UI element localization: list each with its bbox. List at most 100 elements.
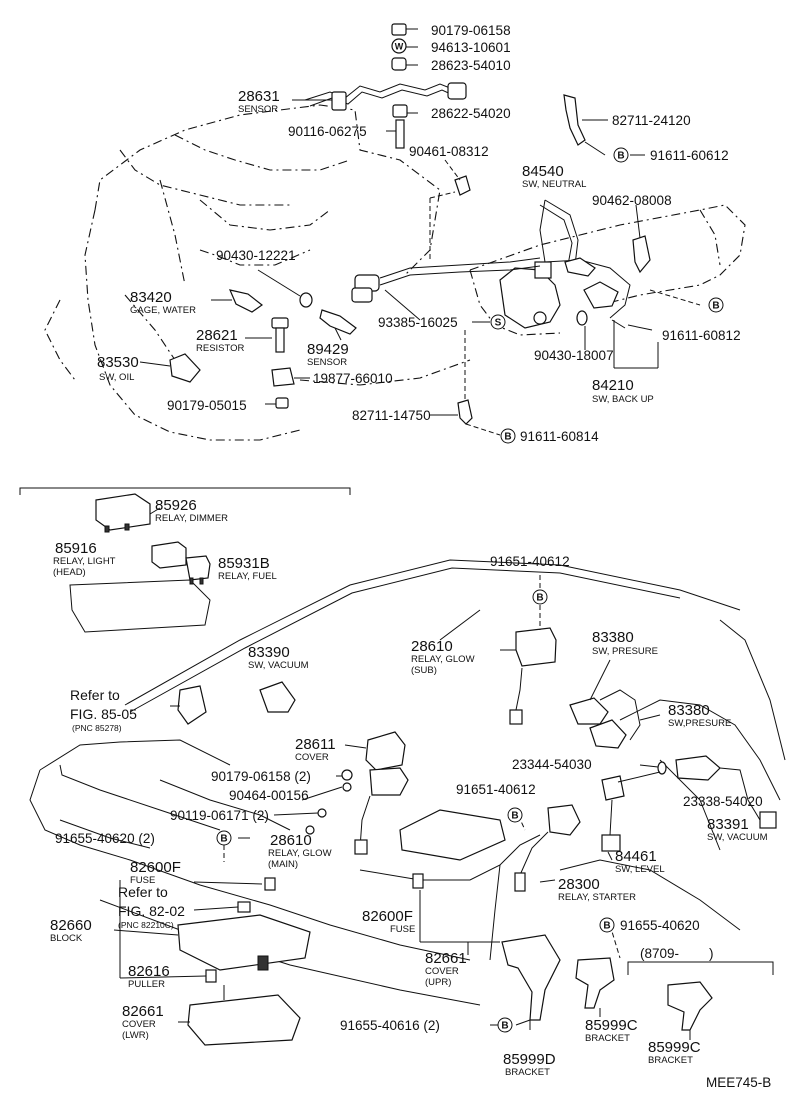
date-range-8709: (8709- ) <box>640 946 714 961</box>
svg-text:COVER: COVER <box>122 1019 156 1030</box>
label-28610-sub: 28610 <box>411 638 453 655</box>
engine-outline <box>44 104 746 441</box>
label-85999C-a: 85999C <box>585 1017 638 1034</box>
svg-text:SW, VACUUM: SW, VACUUM <box>707 832 768 843</box>
label-89429: 89429 <box>307 341 349 358</box>
label-19877-66010: 19877-66010 <box>313 371 393 386</box>
svg-text:B: B <box>220 834 227 845</box>
label-90179-05015: 90179-05015 <box>167 398 247 413</box>
svg-text:B: B <box>536 593 543 604</box>
label-82661-lwr: 82661 <box>122 1003 164 1020</box>
label-90119-06171: 90119-06171 (2) <box>170 808 269 823</box>
svg-text:RELAY, LIGHT: RELAY, LIGHT <box>53 556 116 567</box>
label-82711-14750: 82711-14750 <box>352 408 431 423</box>
svg-text:COVER: COVER <box>425 966 459 977</box>
label-82616: 82616 <box>128 963 170 980</box>
bottom-parts <box>95 493 777 1046</box>
svg-text:(SUB): (SUB) <box>411 665 437 676</box>
svg-text:PULLER: PULLER <box>128 979 165 990</box>
label-84540: 84540 <box>522 163 564 180</box>
label-28631: 28631 <box>238 88 280 105</box>
label-85916: 85916 <box>55 540 97 557</box>
svg-text:FUSE: FUSE <box>390 924 415 935</box>
svg-text:RELAY, GLOW: RELAY, GLOW <box>411 654 475 665</box>
label-90430-18007: 90430-18007 <box>534 348 614 363</box>
svg-text:SW,PRESURE: SW,PRESURE <box>668 718 731 729</box>
label-90179-06158-2: 90179-06158 (2) <box>211 769 311 784</box>
svg-text:BRACKET: BRACKET <box>585 1033 630 1044</box>
drawing-code: MEE745-B <box>706 1075 771 1090</box>
label-91655-40616: 91655-40616 (2) <box>340 1018 440 1033</box>
label-83391: 83391 <box>707 816 749 833</box>
label-91651-40612-a: 91651-40612 <box>490 554 570 569</box>
label-90462-08008: 90462-08008 <box>592 193 672 208</box>
label-91611-60612: 91611-60612 <box>650 148 729 163</box>
label-85999C-b: 85999C <box>648 1039 701 1056</box>
svg-text:(LWR): (LWR) <box>122 1030 149 1041</box>
svg-text:RELAY, GLOW: RELAY, GLOW <box>268 848 332 859</box>
top-labels: 90179-06158 94613-10601 28623-54010 2863… <box>97 23 741 444</box>
svg-text:S: S <box>495 318 502 329</box>
label-23338-54020: 23338-54020 <box>683 794 763 809</box>
label-28300: 28300 <box>558 876 600 893</box>
label-91655-40620-2: 91655-40620 (2) <box>55 831 155 846</box>
svg-text:BRACKET: BRACKET <box>505 1067 550 1078</box>
label-83530: 83530 <box>97 354 139 371</box>
label-28610-main: 28610 <box>270 832 312 849</box>
top-parts: W <box>169 23 651 425</box>
label-94613-10601: 94613-10601 <box>431 40 511 55</box>
svg-text:B: B <box>504 432 511 443</box>
svg-text:(HEAD): (HEAD) <box>53 567 86 578</box>
label-91651-40612-b: 91651-40612 <box>456 782 536 797</box>
label-90464-00156: 90464-00156 <box>229 788 309 803</box>
svg-text:SW, VACUUM: SW, VACUUM <box>248 660 309 671</box>
svg-text:RELAY, STARTER: RELAY, STARTER <box>558 892 636 903</box>
svg-text:SW, PRESURE: SW, PRESURE <box>592 646 658 657</box>
label-91611-60814: 91611-60814 <box>520 429 599 444</box>
svg-text:FIG. 85-05: FIG. 85-05 <box>70 706 137 722</box>
label-90461-08312: 90461-08312 <box>409 144 489 159</box>
label-91655-40620: 91655-40620 <box>620 918 700 933</box>
svg-text:BRACKET: BRACKET <box>648 1055 693 1066</box>
svg-text:B: B <box>712 301 719 312</box>
svg-text:B: B <box>511 811 518 822</box>
label-93385-16025: 93385-16025 <box>378 315 458 330</box>
label-83420: 83420 <box>130 289 172 306</box>
label-83390: 83390 <box>248 644 290 661</box>
label-83380-b: 83380 <box>668 702 710 719</box>
svg-text:RESISTOR: RESISTOR <box>196 343 245 354</box>
svg-text:RELAY, DIMMER: RELAY, DIMMER <box>155 513 228 524</box>
svg-text:(PNC 82210C): (PNC 82210C) <box>118 920 174 930</box>
svg-text:B: B <box>501 1021 508 1032</box>
top-markers: B B S B <box>490 147 724 444</box>
bottom-markers: B B B B B <box>216 589 615 1033</box>
svg-text:COVER: COVER <box>295 752 329 763</box>
label-82661-upr: 82661 <box>425 950 467 967</box>
svg-text:SW, BACK UP: SW, BACK UP <box>592 394 654 405</box>
svg-text:SENSOR: SENSOR <box>307 357 347 368</box>
vehicle-outline <box>29 559 786 1006</box>
svg-text:SW, NEUTRAL: SW, NEUTRAL <box>522 179 586 190</box>
label-85926: 85926 <box>155 497 197 514</box>
svg-text:B: B <box>603 921 610 932</box>
label-90116-06275: 90116-06275 <box>288 124 367 139</box>
label-90179-06158: 90179-06158 <box>431 23 511 38</box>
label-28611: 28611 <box>295 736 336 753</box>
label-85999D: 85999D <box>503 1051 556 1068</box>
label-82711-24120: 82711-24120 <box>612 113 691 128</box>
label-84210: 84210 <box>592 377 634 394</box>
label-82600F-b: 82600F <box>362 908 413 925</box>
label-28623-54010: 28623-54010 <box>431 58 511 73</box>
label-28622-54020: 28622-54020 <box>431 106 511 121</box>
svg-text:BLOCK: BLOCK <box>50 933 83 944</box>
svg-text:(UPR): (UPR) <box>425 977 451 988</box>
top-leaders <box>139 28 701 436</box>
label-82660: 82660 <box>50 917 92 934</box>
label-84461: 84461 <box>615 848 657 865</box>
refer-fig-82-02[interactable]: Refer to <box>118 884 168 900</box>
svg-text:RELAY, FUEL: RELAY, FUEL <box>218 571 277 582</box>
inset-bracket <box>19 487 351 495</box>
svg-text:FIG. 82-02: FIG. 82-02 <box>118 903 185 919</box>
washer-mark: W <box>395 42 404 52</box>
refer-fig-85-05[interactable]: Refer to <box>70 687 120 703</box>
